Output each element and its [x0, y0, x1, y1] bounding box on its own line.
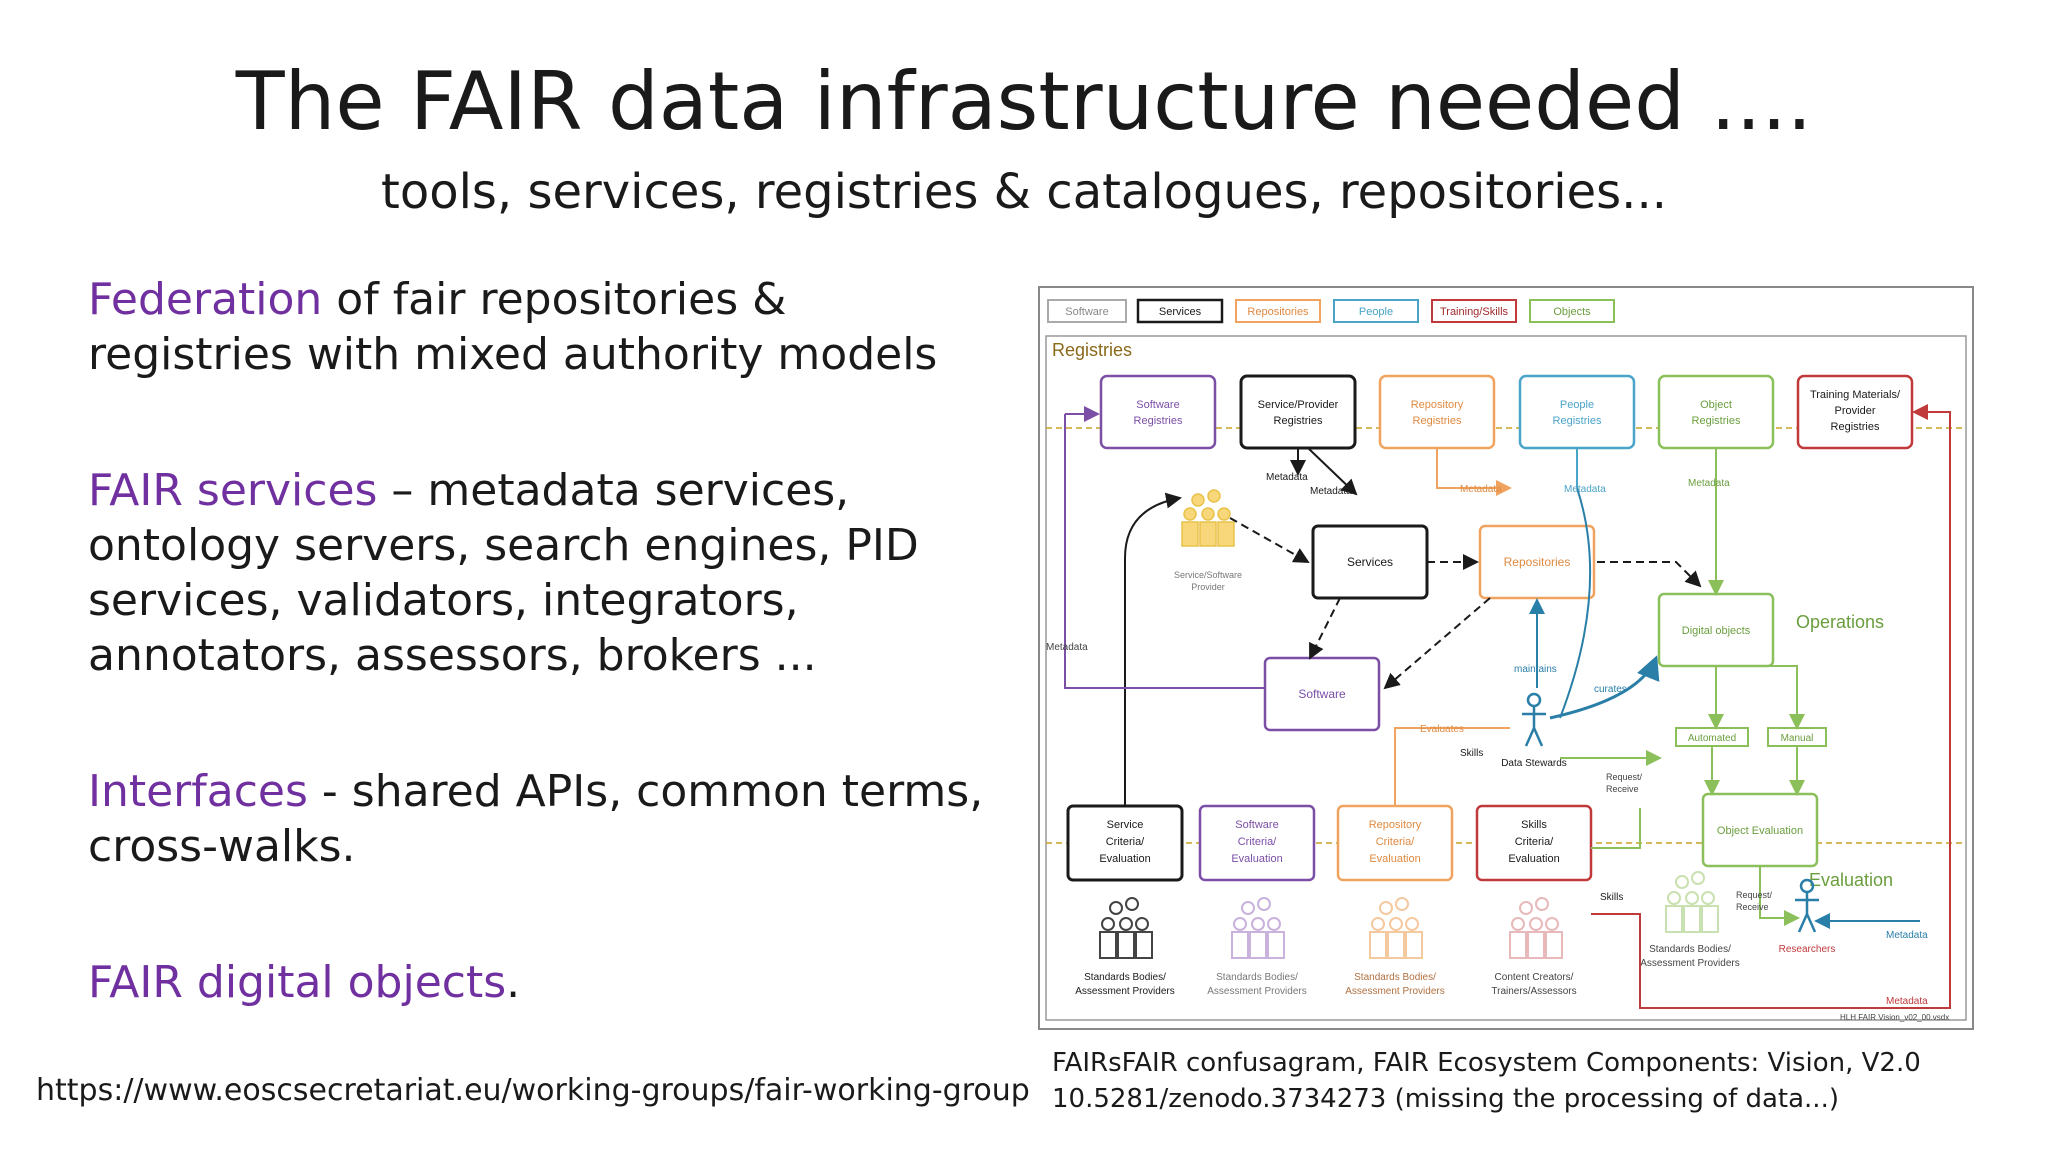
metadata-label-6: Metadata	[1046, 642, 1088, 653]
registry-people-line1: People	[1560, 399, 1594, 411]
researchers-label: Researchers	[1779, 944, 1836, 955]
bullet-text: – metadata services, ontology servers, s…	[88, 465, 919, 681]
registry-software-line1: Software	[1136, 399, 1179, 411]
criteria-skills-1: Skills	[1521, 819, 1547, 831]
registry-boxes: Software Registries Service/Provider Reg…	[1099, 374, 1914, 450]
maintains-label: maintains	[1514, 664, 1557, 675]
connectors	[1064, 404, 1951, 1009]
caption-line2: 10.5281/zenodo.3734273 (missing the proc…	[1052, 1084, 1839, 1114]
manual-label: Manual	[1781, 733, 1814, 744]
registry-training-line2: Provider	[1835, 405, 1876, 417]
criteria-repository-3: Evaluation	[1369, 853, 1420, 865]
object-evaluation-label: Object Evaluation	[1717, 825, 1803, 837]
legend-repositories: Repositories	[1247, 306, 1309, 318]
caption-line1: FAIRsFAIR confusagram, FAIR Ecosystem Co…	[1052, 1048, 1921, 1078]
metadata-label-4: Metadata	[1564, 484, 1606, 495]
digital-objects-label: Digital objects	[1682, 625, 1751, 637]
metadata-label-5: Metadata	[1688, 478, 1730, 489]
group4-line2: Trainers/Assessors	[1491, 986, 1576, 997]
services-box-label: Services	[1347, 555, 1393, 569]
people-group-icons	[1099, 489, 1819, 959]
repositories-box-label: Repositories	[1504, 555, 1571, 569]
skills-label-1: Skills	[1460, 748, 1483, 759]
criteria-service-1: Service	[1107, 819, 1144, 831]
group4-line1: Content Creators/	[1495, 972, 1574, 983]
legend-services: Services	[1159, 306, 1202, 318]
skills-label-2: Skills	[1600, 892, 1623, 903]
request-receive-1a: Request/	[1606, 772, 1643, 782]
bullet-text: .	[506, 957, 521, 1008]
criteria-skills-2: Criteria/	[1515, 836, 1554, 848]
group1-line2: Assessment Providers	[1075, 986, 1174, 997]
file-tag: HLH FAIR Vision_v02_00.vsdx	[1840, 1013, 1949, 1022]
diagram-svg: Software Services Repositories People Tr…	[1045, 298, 1967, 1022]
registry-object-line2: Registries	[1692, 415, 1741, 427]
criteria-repository-1: Repository	[1369, 819, 1422, 831]
criteria-software-2: Criteria/	[1238, 836, 1277, 848]
provider-line2: Provider	[1191, 582, 1225, 592]
curates-label: curates	[1594, 684, 1627, 695]
slide-subtitle: tools, services, registries & catalogues…	[381, 164, 1667, 220]
registry-repository-line2: Registries	[1413, 415, 1462, 427]
group2-line1: Standards Bodies/	[1216, 972, 1298, 983]
registry-software-line2: Registries	[1134, 415, 1183, 427]
request-receive-2a: Request/	[1736, 890, 1773, 900]
diagram-caption: FAIRsFAIR confusagram, FAIR Ecosystem Co…	[1052, 1045, 1921, 1117]
group3-line1: Standards Bodies/	[1354, 972, 1436, 983]
group3-line2: Assessment Providers	[1345, 986, 1444, 997]
bullet-digital-objects: FAIR digital objects.	[88, 955, 988, 1010]
group2-line2: Assessment Providers	[1207, 986, 1306, 997]
registry-service-line2: Registries	[1274, 415, 1323, 427]
registry-people-line2: Registries	[1553, 415, 1602, 427]
bullet-list: Federation of fair repositories & regist…	[88, 272, 988, 1091]
request-receive-2b: Receive	[1736, 902, 1769, 912]
metadata-label-3: Metadata	[1460, 484, 1502, 495]
legend: Software Services Repositories People Tr…	[1047, 298, 1615, 324]
criteria-software-3: Evaluation	[1231, 853, 1282, 865]
bullet-highlight: FAIR services	[88, 465, 378, 516]
legend-objects: Objects	[1553, 306, 1591, 318]
bullet-fair-services: FAIR services – metadata services, ontol…	[88, 463, 988, 683]
criteria-repository-2: Criteria/	[1376, 836, 1415, 848]
bullet-highlight: Federation	[88, 274, 323, 325]
group5-line2: Assessment Providers	[1640, 958, 1739, 969]
software-box-label: Software	[1298, 687, 1346, 701]
group1-line1: Standards Bodies/	[1084, 972, 1166, 983]
registry-service-line1: Service/Provider	[1258, 399, 1339, 411]
metadata-label-2: Metadata	[1310, 486, 1352, 497]
provider-line1: Service/Software	[1174, 570, 1242, 580]
bullet-highlight: Interfaces	[88, 766, 308, 817]
registry-object-line1: Object	[1700, 399, 1732, 411]
source-url[interactable]: https://www.eoscsecretariat.eu/working-g…	[36, 1073, 1030, 1108]
evaluates-label: Evaluates	[1420, 724, 1464, 735]
bullet-interfaces: Interfaces - shared APIs, common terms, …	[88, 764, 988, 874]
bullet-federation: Federation of fair repositories & regist…	[88, 272, 988, 382]
criteria-boxes: Service Criteria/ Evaluation Software Cr…	[1066, 804, 1593, 882]
metadata-label-1: Metadata	[1266, 472, 1308, 483]
registry-repository-line1: Repository	[1411, 399, 1464, 411]
data-stewards-label: Data Stewards	[1501, 758, 1567, 769]
criteria-software-1: Software	[1235, 819, 1278, 831]
legend-software: Software	[1065, 306, 1108, 318]
automated-label: Automated	[1688, 733, 1736, 744]
request-receive-1b: Receive	[1606, 784, 1639, 794]
bullet-highlight: FAIR digital objects	[88, 957, 507, 1008]
section-evaluation-label: Evaluation	[1809, 870, 1893, 890]
group5-line1: Standards Bodies/	[1649, 944, 1731, 955]
section-registries-label: Registries	[1052, 340, 1132, 360]
bullet-text: - shared APIs, common terms, cross-walks…	[88, 766, 984, 872]
fair-ecosystem-diagram: Software Services Repositories People Tr…	[1038, 286, 1974, 1030]
metadata-label-8: Metadata	[1886, 996, 1928, 1007]
criteria-service-2: Criteria/	[1106, 836, 1145, 848]
legend-training: Training/Skills	[1440, 306, 1509, 318]
criteria-service-3: Evaluation	[1099, 853, 1150, 865]
bullet-text: of fair repositories & registries with m…	[88, 274, 938, 380]
slide-title: The FAIR data infrastructure needed ....	[235, 55, 1813, 148]
registry-training-line3: Registries	[1831, 421, 1880, 433]
criteria-skills-3: Evaluation	[1508, 853, 1559, 865]
registry-training-line1: Training Materials/	[1810, 389, 1901, 401]
metadata-label-7: Metadata	[1886, 930, 1928, 941]
section-operations-label: Operations	[1796, 612, 1884, 632]
legend-people: People	[1359, 306, 1393, 318]
